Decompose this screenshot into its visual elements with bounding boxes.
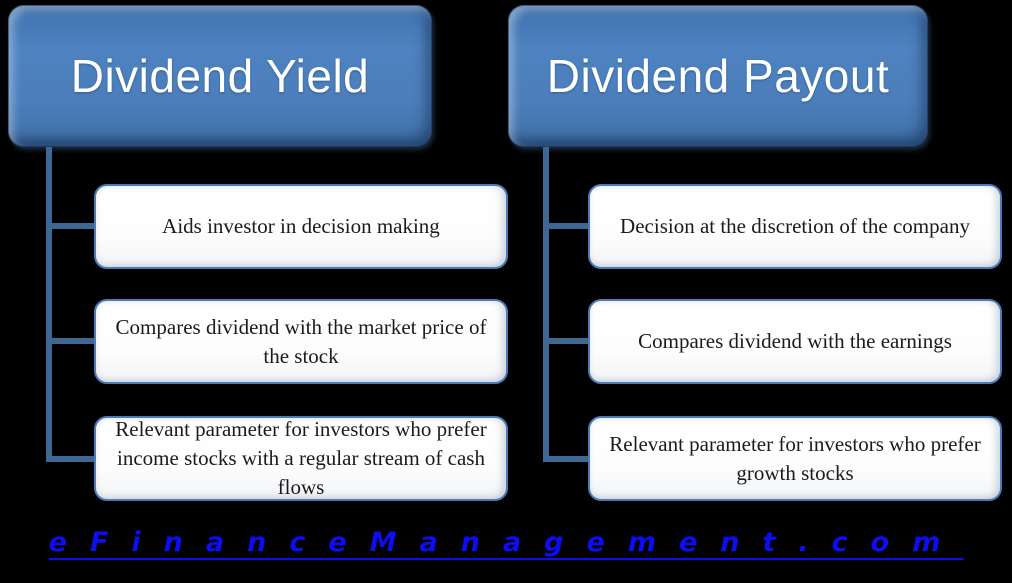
item-box-yield-decision-making: Aids investor in decision making	[94, 184, 508, 269]
item-box-yield-market-price: Compares dividend with the market price …	[94, 299, 508, 384]
header-dividend-yield: Dividend Yield	[8, 5, 432, 147]
item-box-payout-growth-stocks: Relevant parameter for investors who pre…	[588, 416, 1002, 501]
footer: eFinanceManagement.com	[0, 527, 1012, 558]
item-box-payout-company-discretion: Decision at the discretion of the compan…	[588, 184, 1002, 269]
connector-stub-left-1	[46, 223, 94, 229]
connector-stub-left-2	[46, 338, 94, 344]
connector-vertical-line-left	[46, 147, 52, 462]
item-box-payout-earnings: Compares dividend with the earnings	[588, 299, 1002, 384]
connector-stub-left-3	[46, 456, 94, 462]
header-dividend-payout: Dividend Payout	[508, 5, 928, 147]
item-box-yield-income-stocks: Relevant parameter for investors who pre…	[94, 416, 508, 501]
connector-stub-right-3	[543, 456, 588, 462]
footer-site-link[interactable]: eFinanceManagement.com	[48, 527, 964, 558]
connector-vertical-line-right	[543, 147, 549, 462]
connector-stub-right-1	[543, 223, 588, 229]
connector-stub-right-2	[543, 338, 588, 344]
